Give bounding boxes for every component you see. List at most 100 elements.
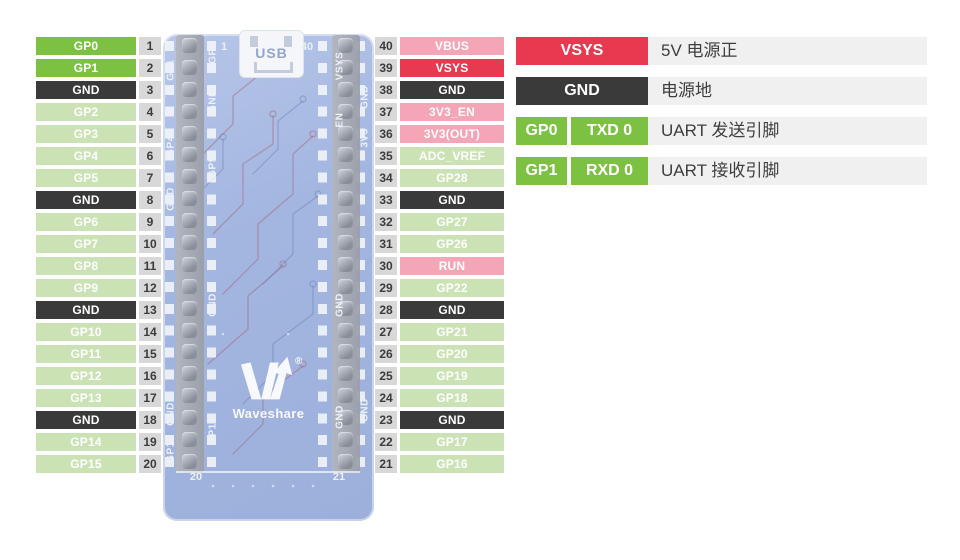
- pin-label-right: 3V3(OUT): [400, 125, 504, 143]
- pin-number-left: 18: [139, 411, 161, 429]
- pin-number-left: 9: [139, 213, 161, 231]
- silkscreen-pin-number: 20: [189, 471, 203, 483]
- pin-socket: [176, 276, 204, 298]
- pin-label-right: GP19: [400, 367, 504, 385]
- pin-number-left: 1: [139, 37, 161, 55]
- pin-socket: [332, 101, 360, 123]
- usb-prong: [250, 36, 258, 47]
- pin-number-left: 14: [139, 323, 161, 341]
- silkscreen-label: GND: [334, 293, 346, 317]
- pin-socket: [176, 341, 204, 363]
- pin-number-left: 15: [139, 345, 161, 363]
- pin-label-left: GP3: [36, 125, 136, 143]
- pin-socket: [332, 57, 360, 79]
- pin-socket: [332, 451, 360, 473]
- legend-badge: GP1: [516, 157, 567, 185]
- pin-number-left: 20: [139, 455, 161, 473]
- pin-number-right: 24: [375, 389, 397, 407]
- legend-badge: RXD 0: [571, 157, 648, 185]
- pin-number-right: 27: [375, 323, 397, 341]
- pin-label-right: GP16: [400, 455, 504, 473]
- pin-number-left: 10: [139, 235, 161, 253]
- pin-label-left: GP11: [36, 345, 136, 363]
- pin-label-right: GP27: [400, 213, 504, 231]
- pin-socket: [176, 188, 204, 210]
- pin-label-left: GND: [36, 411, 136, 429]
- pin-label-left: GP15: [36, 455, 136, 473]
- silkscreen-pin-number: 21: [332, 471, 346, 483]
- pin-number-right: 36: [375, 125, 397, 143]
- pin-number-right: 23: [375, 411, 397, 429]
- pin-socket: [332, 429, 360, 451]
- pin-number-left: 11: [139, 257, 161, 275]
- pin-socket: [176, 385, 204, 407]
- pin-socket: [332, 407, 360, 429]
- pin-label-right: GND: [400, 301, 504, 319]
- pcb-board: USB ® Waveshare: [163, 30, 374, 521]
- pin-number-left: 16: [139, 367, 161, 385]
- pin-socket: [332, 254, 360, 276]
- pin-number-right: 35: [375, 147, 397, 165]
- solder-pads-right-inner: [318, 35, 327, 473]
- silkscreen-label: GP15: [165, 435, 177, 463]
- pin-number-left: 12: [139, 279, 161, 297]
- pin-socket: [176, 57, 204, 79]
- pin-label-left: GP1: [36, 59, 136, 77]
- legend-description: UART 发送引脚: [648, 117, 927, 145]
- legend-badge: TXD 0: [571, 117, 648, 145]
- solder-pads-left-inner: [207, 35, 216, 473]
- pin-label-left: GP12: [36, 367, 136, 385]
- pin-label-right: GND: [400, 411, 504, 429]
- pin-number-right: 22: [375, 433, 397, 451]
- silkscreen-pin-number: 1: [220, 41, 228, 53]
- pin-label-right: VSYS: [400, 59, 504, 77]
- pin-label-right: GP17: [400, 433, 504, 451]
- pin-socket: [176, 320, 204, 342]
- legend-description: UART 接收引脚: [648, 157, 927, 185]
- pin-label-left: GP0: [36, 37, 136, 55]
- pin-number-left: 6: [139, 147, 161, 165]
- pin-socket: [332, 144, 360, 166]
- pin-label-left: GP14: [36, 433, 136, 451]
- pin-label-right: 3V3_EN: [400, 103, 504, 121]
- pin-socket: [176, 407, 204, 429]
- pin-socket: [332, 276, 360, 298]
- pin-number-left: 7: [139, 169, 161, 187]
- pin-socket: [332, 232, 360, 254]
- waveshare-logo: ®: [163, 354, 374, 407]
- pin-socket: [332, 385, 360, 407]
- silkscreen-label: EN: [334, 112, 346, 128]
- pin-label-right: VBUS: [400, 37, 504, 55]
- pin-number-right: 29: [375, 279, 397, 297]
- silkscreen-label: GND: [207, 293, 219, 317]
- legend-description: 电源地: [648, 77, 927, 105]
- pin-socket: [176, 35, 204, 57]
- pin-socket: [176, 254, 204, 276]
- waveshare-logo-icon: [240, 356, 292, 400]
- pin-socket: [176, 210, 204, 232]
- legend-description: 5V 电源正: [648, 37, 927, 65]
- registered-mark: ®: [295, 356, 303, 367]
- pin-number-left: 17: [139, 389, 161, 407]
- pin-number-right: 34: [375, 169, 397, 187]
- solder-pads-left-outer: [165, 35, 174, 473]
- pin-number-left: 2: [139, 59, 161, 77]
- pin-label-left: GP5: [36, 169, 136, 187]
- pin-socket: [332, 166, 360, 188]
- pin-socket: [332, 35, 360, 57]
- pin-number-left: 8: [139, 191, 161, 209]
- pin-label-left: GP9: [36, 279, 136, 297]
- pin-label-left: GP6: [36, 213, 136, 231]
- pin-label-left: GND: [36, 301, 136, 319]
- pin-socket: [176, 144, 204, 166]
- usb-label: USB: [255, 45, 288, 61]
- pin-number-right: 31: [375, 235, 397, 253]
- pin-label-right: GP20: [400, 345, 504, 363]
- pin-label-right: RUN: [400, 257, 504, 275]
- pin-socket: [176, 123, 204, 145]
- silkscreen-label: GND: [359, 398, 371, 422]
- pin-number-right: 25: [375, 367, 397, 385]
- pin-label-left: GND: [36, 81, 136, 99]
- pin-socket: [176, 451, 204, 473]
